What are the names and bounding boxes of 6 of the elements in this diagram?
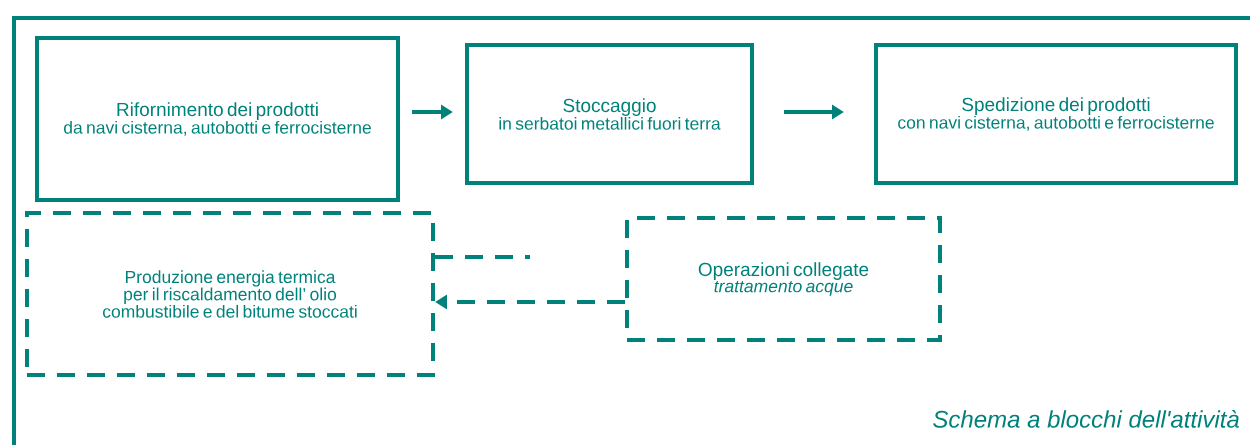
caption: Schema a blocchi dell'attività bbox=[933, 409, 1239, 428]
process-box: Stoccaggio in serbatoi metallici fuori terra bbox=[465, 43, 754, 185]
dashed-box: Operazioni collegate trattamento acque bbox=[625, 216, 942, 342]
dashed-box: Produzione energia termica per il riscaldamento dell’ olio combustibile e del bitume stoccati bbox=[25, 211, 435, 377]
process-box: Spedizione dei prodotti con navi cisterna, autobotti e ferrocisterne bbox=[874, 43, 1238, 185]
process-box: Rifornimento dei prodotti da navi cisterna, autobotti e ferrocisterne bbox=[35, 36, 400, 202]
